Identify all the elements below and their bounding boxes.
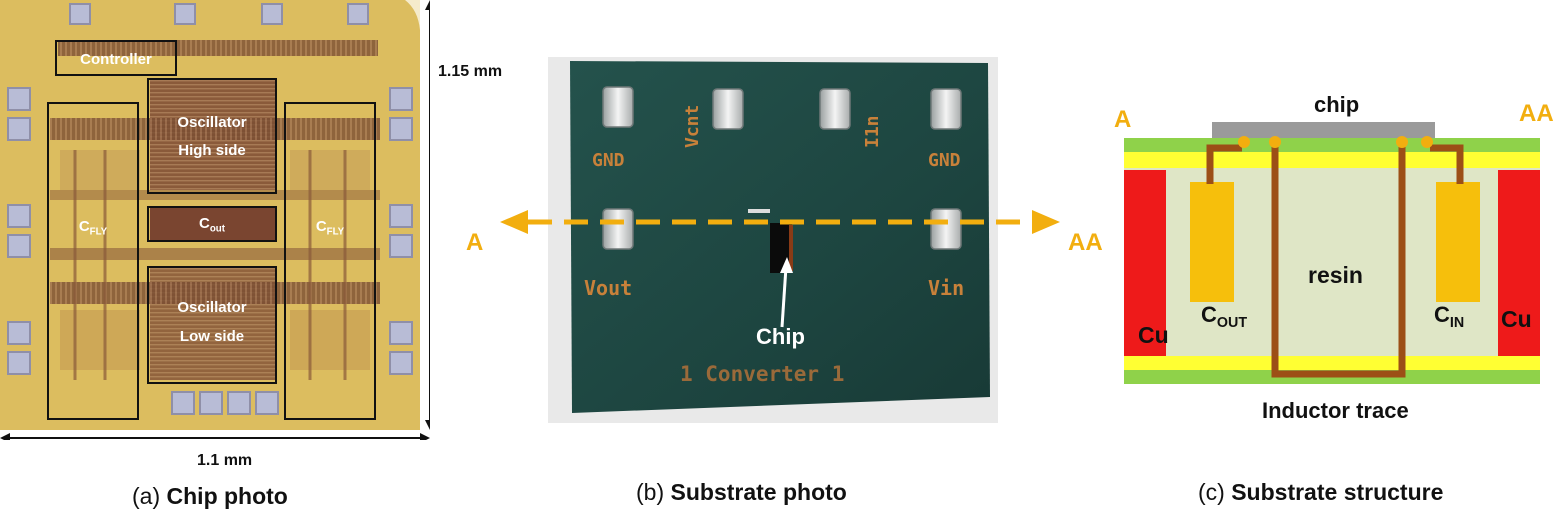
cfly-left-box	[47, 102, 139, 420]
section-label-aa: AA	[1068, 229, 1103, 256]
osc-high-label-1: Oscillator	[177, 114, 247, 131]
section-line-a-aa	[500, 210, 1060, 234]
pad-label-vin: Vin	[928, 276, 965, 300]
inductor-trace-label: Inductor trace	[1262, 398, 1409, 423]
cin-capacitor	[1436, 182, 1480, 302]
osc-low-label-1: Oscillator	[177, 299, 247, 316]
board-marking: 1 Converter 1	[680, 362, 845, 386]
cout-label: COUT	[1201, 302, 1248, 331]
chip-block	[1212, 122, 1435, 138]
resin-label: resin	[1308, 262, 1363, 288]
cu-left-label: Cu	[1138, 322, 1169, 348]
cu-left	[1124, 170, 1166, 356]
width-dimension: 1.1 mm	[197, 452, 253, 469]
pad-label-vout: Vout	[584, 276, 633, 300]
pad-label-i1n: I1n	[862, 115, 883, 148]
cout-label: Cout	[198, 215, 225, 235]
caption-b: (b) Substrate photo	[636, 479, 847, 505]
pad-label-gnd-left: GND	[592, 150, 625, 171]
pads	[602, 86, 962, 250]
pad-label-gnd-right: GND	[928, 150, 961, 171]
label-a: A	[1114, 106, 1132, 133]
chip-label: chip	[1314, 92, 1360, 117]
chip-die-image	[0, 0, 430, 440]
caption-c: (c) Substrate structure	[1198, 479, 1444, 505]
osc-low-box	[147, 266, 277, 384]
osc-high-label-2: High side	[178, 142, 246, 159]
osc-low-label-2: Low side	[179, 328, 245, 345]
cu-right-label: Cu	[1501, 306, 1532, 332]
cfly-right-box	[284, 102, 376, 420]
controller-label: Controller	[80, 51, 152, 68]
controller-box	[55, 40, 177, 76]
chip-callout-label: Chip	[756, 324, 805, 349]
substrate-cross-section	[1124, 122, 1540, 384]
cfly-right-label: CFLY	[315, 218, 345, 238]
cout-box	[147, 206, 277, 242]
caption-a: (a) Chip photo	[132, 483, 288, 509]
cin-label: CIN	[1434, 302, 1465, 331]
label-aa: AA	[1519, 100, 1554, 127]
osc-high-box	[147, 78, 277, 194]
pad-label-vcnt: Vcnt	[682, 104, 703, 148]
cu-right	[1498, 170, 1540, 356]
substrate-photo	[548, 57, 998, 423]
height-dimension: 1.15 mm	[438, 63, 503, 80]
cout-capacitor	[1190, 182, 1234, 302]
cfly-left-label: CFLY	[78, 218, 108, 238]
section-label-a: A	[466, 229, 484, 256]
